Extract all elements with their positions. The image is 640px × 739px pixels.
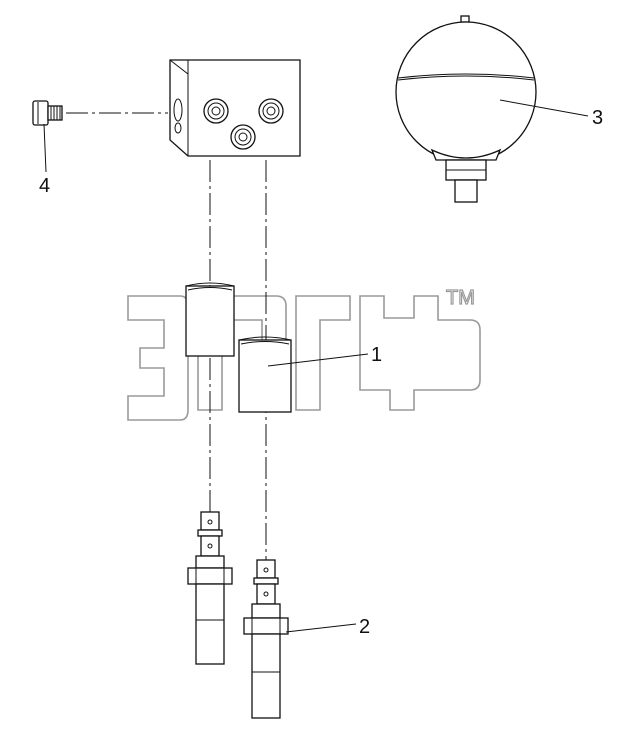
sleeve-left xyxy=(185,282,235,357)
watermark-logo: TM xyxy=(127,286,481,421)
manifold-port-left xyxy=(203,98,229,124)
callout-3: 3 xyxy=(592,107,603,129)
manifold-port-bottom xyxy=(230,124,256,150)
sleeve-right xyxy=(238,336,292,413)
cartridge-valve-left xyxy=(187,511,233,665)
leader-4 xyxy=(43,123,47,173)
accumulator-sphere xyxy=(395,15,537,203)
plug-screw xyxy=(32,100,63,126)
leader-2 xyxy=(285,623,357,633)
callout-1: 1 xyxy=(371,344,382,366)
manifold-port-right xyxy=(258,98,284,124)
leader-3 xyxy=(499,99,589,117)
callout-2: 2 xyxy=(359,616,370,638)
leader-1 xyxy=(267,353,369,367)
cartridge-valve-right xyxy=(243,559,289,719)
callout-4: 4 xyxy=(39,175,50,197)
trademark-label: TM xyxy=(446,287,475,309)
centerlines xyxy=(66,112,267,560)
manifold-block xyxy=(169,59,301,157)
leader-lines xyxy=(43,99,589,633)
